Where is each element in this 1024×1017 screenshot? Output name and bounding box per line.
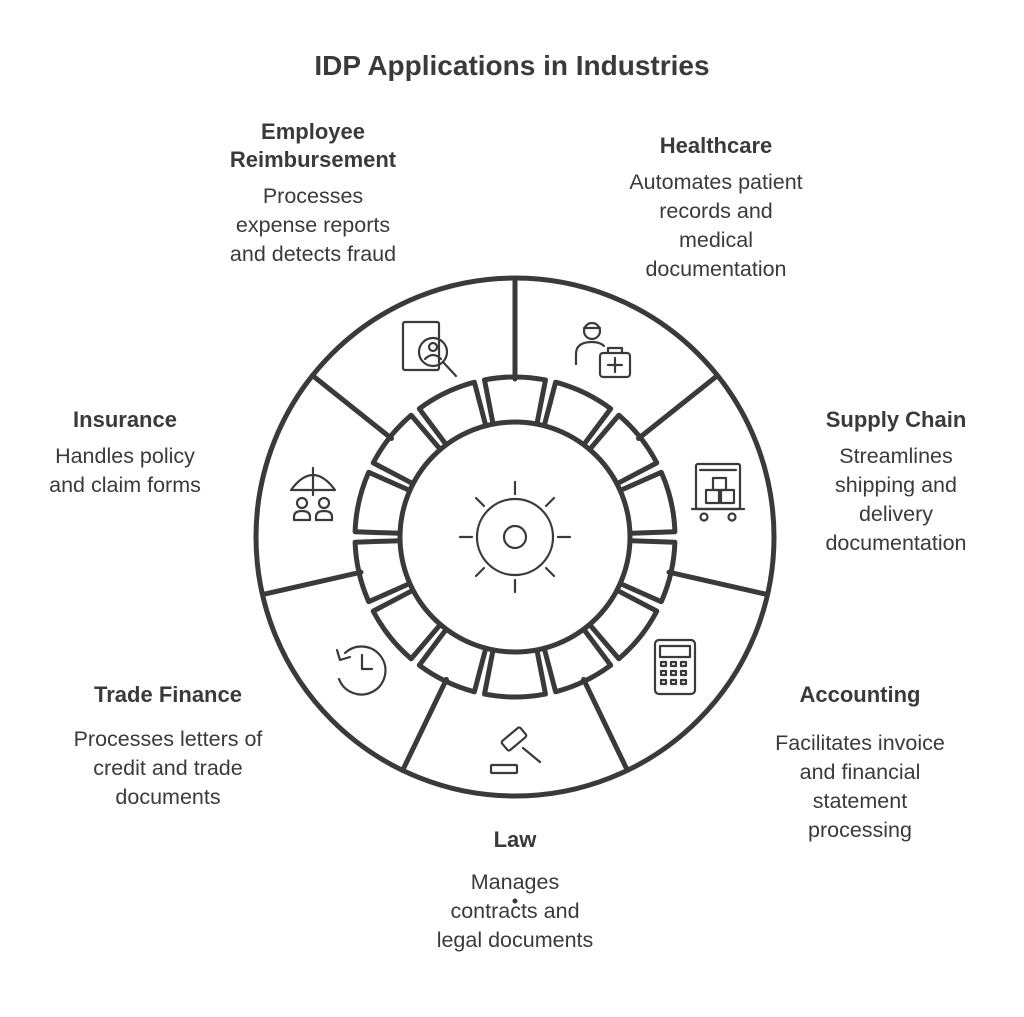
calculator-key bbox=[679, 669, 688, 677]
gear-tooth bbox=[416, 626, 489, 695]
wheel bbox=[253, 275, 777, 799]
hub-circle bbox=[397, 419, 633, 655]
gear-tooth bbox=[370, 412, 443, 487]
calculator-key bbox=[669, 660, 678, 668]
label-accounting: Accounting Facilitates invoice and finan… bbox=[730, 681, 990, 845]
gear-tooth bbox=[587, 587, 660, 662]
calculator-key bbox=[659, 678, 668, 686]
gear-tooth bbox=[352, 469, 413, 536]
label-title: Trade Finance bbox=[94, 682, 242, 707]
gear-teeth bbox=[352, 374, 678, 700]
umbrella-people-icon bbox=[289, 466, 337, 522]
gear-tooth bbox=[541, 379, 614, 448]
calculator-key bbox=[659, 669, 668, 677]
segment-divider bbox=[400, 676, 449, 773]
gavel-icon bbox=[489, 726, 542, 775]
gear-tooth bbox=[587, 412, 660, 487]
stray-dot bbox=[512, 898, 518, 904]
segment-divider bbox=[310, 373, 394, 441]
gear-tooth bbox=[541, 626, 614, 695]
label-employee-reimbursement: Employee Reimbursement Processes expense… bbox=[163, 118, 463, 269]
clock-history-icon bbox=[335, 645, 387, 696]
label-insurance: Insurance Handles policy and claim forms bbox=[15, 406, 235, 500]
calculator-key bbox=[679, 678, 688, 686]
magnifier-document-icon bbox=[401, 320, 458, 378]
gear-tooth bbox=[370, 587, 443, 662]
calculator-key bbox=[659, 660, 668, 668]
label-supply-chain: Supply Chain Streamlines shipping and de… bbox=[776, 406, 1016, 558]
label-description: Processes letters of credit and trade do… bbox=[73, 727, 263, 809]
segment-divider bbox=[636, 373, 720, 441]
calculator-key bbox=[669, 678, 678, 686]
calculator-key bbox=[679, 660, 688, 668]
label-law: Law Manages contracts and legal document… bbox=[395, 826, 635, 955]
segment-dividers bbox=[260, 275, 770, 773]
calculator-icon bbox=[653, 638, 697, 696]
label-description: Processes expense reports and detects fr… bbox=[229, 184, 397, 266]
diagram-title: IDP Applications in Industries bbox=[314, 50, 710, 81]
label-trade-finance: Trade Finance Processes letters of credi… bbox=[28, 681, 308, 812]
calculator-key bbox=[669, 669, 678, 677]
label-healthcare: Healthcare Automates patient records and… bbox=[566, 132, 866, 284]
label-title: Supply Chain bbox=[825, 407, 967, 432]
label-title: Accounting bbox=[799, 682, 921, 707]
gear-icon bbox=[458, 480, 572, 594]
label-title: Law bbox=[493, 827, 537, 852]
gear-tooth bbox=[617, 469, 678, 536]
gear-tooth bbox=[352, 538, 413, 605]
label-description: Handles policy and claim forms bbox=[49, 444, 201, 497]
gear-tooth bbox=[482, 374, 548, 427]
segment-divider bbox=[666, 569, 770, 598]
doctor-medkit-icon bbox=[574, 321, 632, 379]
gear-tooth bbox=[416, 379, 489, 448]
label-title: Insurance bbox=[73, 407, 177, 432]
gear-tooth bbox=[482, 647, 548, 700]
segment-divider bbox=[260, 569, 364, 598]
label-description: Manages contracts and legal documents bbox=[436, 870, 594, 952]
gear-tooth bbox=[617, 538, 678, 605]
label-title: Healthcare bbox=[659, 133, 773, 158]
label-description: Streamlines shipping and delivery docume… bbox=[825, 444, 967, 555]
segment-divider bbox=[581, 676, 630, 773]
boxes-cart-icon bbox=[690, 462, 746, 522]
label-title: Employee Reimbursement bbox=[229, 119, 397, 172]
label-description: Automates patient records and medical do… bbox=[629, 170, 803, 281]
label-description: Facilitates invoice and financial statem… bbox=[775, 731, 945, 842]
